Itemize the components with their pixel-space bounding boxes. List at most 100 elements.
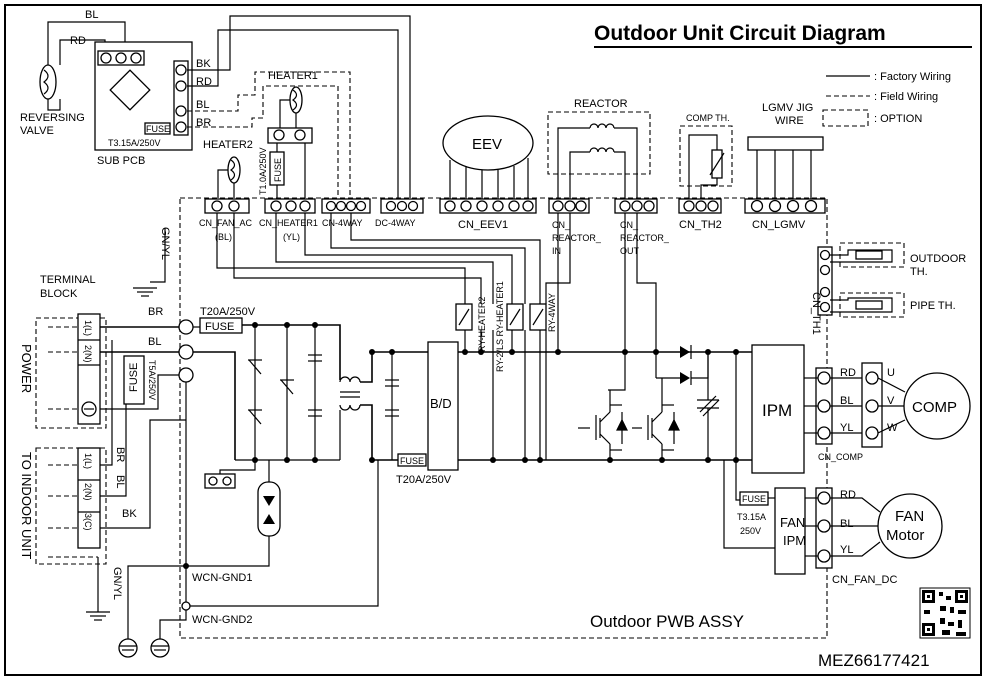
svg-text:REACTOR_: REACTOR_ [552,233,602,243]
svg-text:YL: YL [840,422,853,434]
outer-frame [4,4,982,676]
cn-comp-label: CN_COMP [818,452,863,462]
cn-4way-label: CN-4WAY [322,218,363,228]
svg-text:FUSE: FUSE [400,456,424,466]
svg-text:FAN: FAN [895,508,924,525]
svg-text:BL: BL [196,99,209,111]
svg-text:WIRE: WIRE [775,115,804,127]
gnd1-label: WCN-GND1 [192,572,253,584]
svg-text:BL: BL [840,395,853,407]
power-label: POWER [19,344,34,393]
svg-text:VALVE: VALVE [20,125,54,137]
svg-text:250V: 250V [740,526,761,536]
legend-field: : Field Wiring [874,91,938,103]
svg-text:BL: BL [840,518,853,530]
wire-label-rd: RD [70,35,86,47]
svg-text:BR: BR [114,447,126,462]
pwb-label: Outdoor PWB ASSY [590,612,744,631]
cn-th1 [817,246,833,316]
svg-text:CN_: CN_ [620,220,639,230]
svg-text:RY-4WAY: RY-4WAY [547,293,557,332]
compressor [903,372,971,440]
svg-text:2(N): 2(N) [83,483,93,501]
fan-motor [877,493,943,559]
bridge-diode [427,341,459,471]
outdoor-th-label: OUTDOOR [910,253,966,265]
svg-text:T5A/250V: T5A/250V [147,360,157,400]
svg-text:1(L): 1(L) [83,320,93,336]
heater2 [217,156,241,198]
legend-option: : OPTION [874,113,922,125]
svg-text:T3.15A: T3.15A [737,512,766,522]
svg-text:Motor: Motor [886,527,924,544]
ground-symbol-1 [118,638,138,658]
svg-text:IPM: IPM [783,533,806,548]
svg-text:FUSE: FUSE [273,158,283,182]
svg-text:CN_: CN_ [552,220,571,230]
sub-pcb-label: SUB PCB [97,155,145,167]
svg-text:RD: RD [840,489,856,501]
svg-text:3(C): 3(C) [83,513,93,531]
cn-heater1-label: CN_HEATER1 [259,218,318,228]
svg-text:REACTOR_: REACTOR_ [620,233,670,243]
svg-text:BL: BL [148,336,161,348]
cn-fan-dc-label: CN_FAN_DC [832,574,897,586]
svg-text:IN: IN [552,246,561,256]
sub-pcb-fuse: FUSE [146,124,170,134]
svg-text:IPM: IPM [762,401,792,420]
svg-text:GN/YL: GN/YL [111,567,123,600]
comp-th-label: COMP TH. [686,113,730,123]
sub-pcb-fuse-rating: T3.15A/250V [108,138,161,148]
cn-fan-ac-label: CN_FAN_AC [199,218,253,228]
qr-code [919,587,971,639]
main-fuse-rating: T20A/250V [200,306,256,318]
svg-text:RD: RD [196,76,212,88]
diagram-title: Outdoor Unit Circuit Diagram [594,22,886,45]
svg-text:TH.: TH. [910,266,928,278]
svg-text:YL: YL [840,544,853,556]
pipe-th-label: PIPE TH. [910,300,956,312]
svg-text:FUSE: FUSE [128,363,140,392]
svg-text:T20A/250V: T20A/250V [396,474,452,486]
fan-ipm [774,487,806,575]
svg-text:BK: BK [122,508,137,520]
heater1 [267,86,313,144]
svg-text:BK: BK [196,58,211,70]
reactor-box [547,111,651,175]
terminal-block-indoor: 1(L) 2(N) 3(C) [77,447,101,549]
reactor-label: REACTOR [574,98,628,110]
svg-text:V: V [887,395,895,407]
relays [455,303,547,331]
svg-text:COMP: COMP [912,399,957,416]
terminal-block-label: TERMINAL [40,274,96,286]
terminal-block-power: 1(L) 2(N) [77,313,101,425]
bd-fuse [397,453,427,467]
top-connectors [204,198,826,214]
legend: : Factory Wiring : Field Wiring : OPTION [822,71,951,127]
cn-th2-label: CN_TH2 [679,219,722,231]
legend-factory: : Factory Wiring [874,71,951,83]
ipm [751,344,805,474]
lgmv-label: LGMV JIG [762,102,813,114]
svg-text:FUSE: FUSE [205,321,234,333]
svg-text:FAN: FAN [780,515,805,530]
svg-text:RY-HEATER2: RY-HEATER2 [477,297,487,352]
svg-text:U: U [887,367,895,379]
svg-text:REVERSING: REVERSING [20,112,85,124]
pfc-switches [578,352,680,460]
svg-text:RD: RD [840,367,856,379]
svg-text:(YL): (YL) [283,232,300,242]
svg-text:BR: BR [148,306,163,318]
svg-text:1(L): 1(L) [83,453,93,469]
svg-text:BR: BR [196,117,211,129]
eev [442,115,534,171]
heater1-label: HEATER1 [268,70,318,82]
svg-text:FUSE: FUSE [742,494,766,504]
svg-text:BL: BL [114,475,126,488]
svg-text:CN_TH1: CN_TH1 [810,292,822,335]
svg-text:T1.0A/250V: T1.0A/250V [258,147,268,195]
svg-text:(BL): (BL) [215,232,232,242]
svg-text:OUT: OUT [620,246,640,256]
